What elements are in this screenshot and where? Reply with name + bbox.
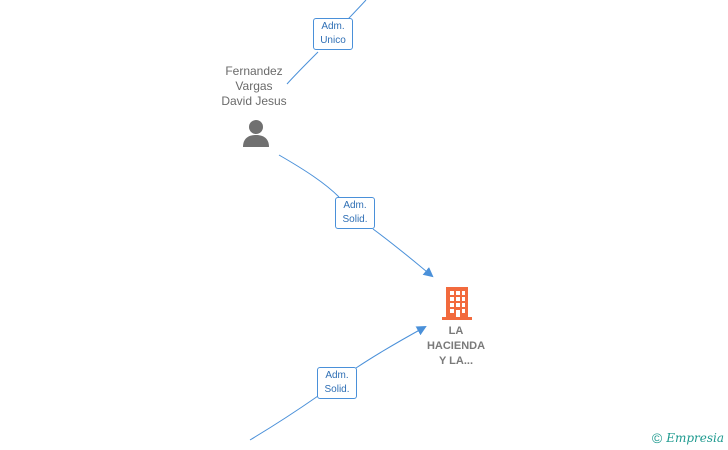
role-badge-middle[interactable]: Adm.Solid. <box>335 197 375 229</box>
role-badge-bottom[interactable]: Adm.Solid. <box>317 367 357 399</box>
person-icon[interactable] <box>241 118 271 148</box>
person-name[interactable]: Fernandez Vargas David Jesus <box>221 64 287 108</box>
role-badge-top[interactable]: Adm.Unico <box>313 18 353 50</box>
company-name[interactable]: LA HACIENDA Y LA... <box>426 325 486 367</box>
building-icon[interactable] <box>442 285 474 321</box>
brand-name: Empresia <box>666 431 724 445</box>
edge-person-to-company <box>278 154 432 276</box>
brand-watermark: © Empresia <box>652 430 724 446</box>
copyright-icon: © <box>651 430 663 446</box>
edge-bottom-to-company <box>249 327 425 441</box>
